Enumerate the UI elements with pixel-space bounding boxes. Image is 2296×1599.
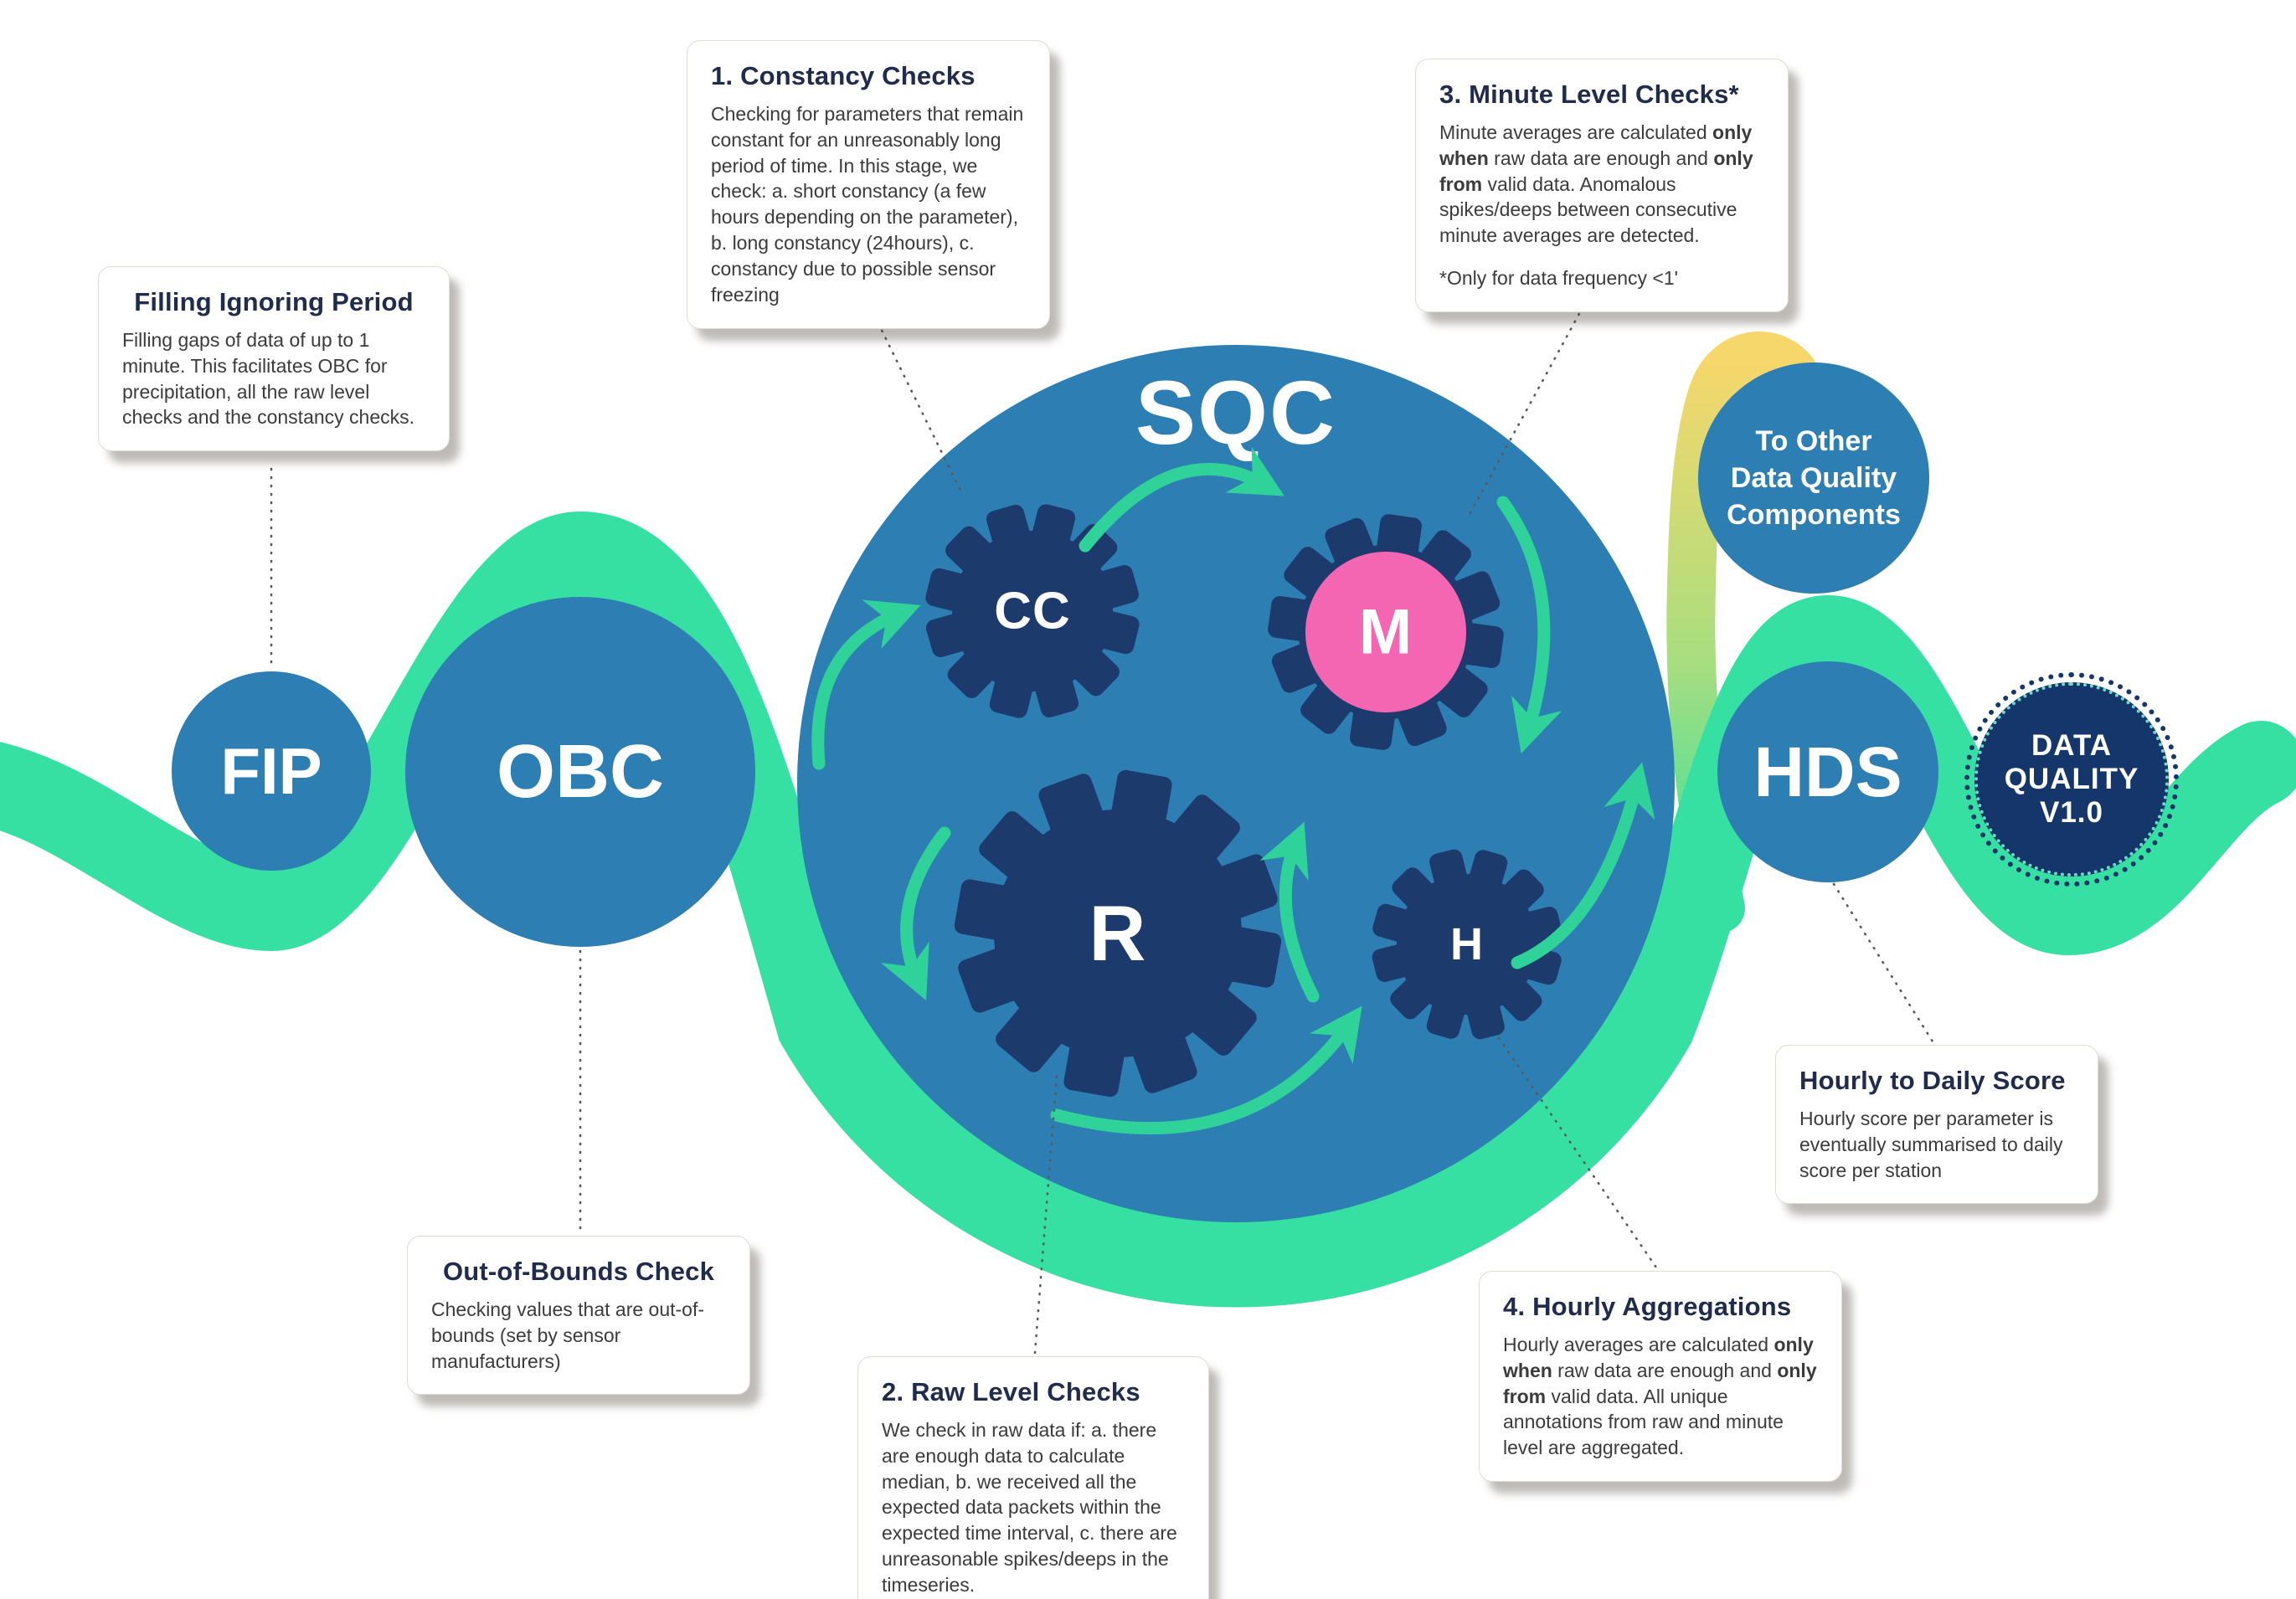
flow-arrow (1511, 762, 1655, 969)
callout-title: 1. Constancy Checks (711, 61, 976, 90)
callout-title: Filling Ignoring Period (134, 287, 414, 316)
callout-filling-ignoring-period: Filling Ignoring Period Filling gaps of … (98, 266, 450, 452)
gear-m-label: M (1358, 596, 1413, 668)
callout-title: 3. Minute Level Checks* (1439, 80, 1739, 109)
callout-body: Minute averages are calculated only when… (1439, 121, 1753, 247)
gear-r (954, 769, 1282, 1098)
callout-title: Out-of-Bounds Check (442, 1257, 715, 1286)
callout-constancy-checks: 1. Constancy Checks Checking for paramet… (687, 40, 1050, 329)
node-fip: FIP (172, 671, 371, 871)
node-hds: HDS (1717, 661, 1938, 882)
callout-footnote: *Only for data frequency <1' (1439, 267, 1679, 290)
flow-arrow (1496, 496, 1562, 754)
callout-out-of-bounds-check: Out-of-Bounds Check Checking values that… (407, 1236, 750, 1396)
flow-arrows (811, 446, 1655, 1135)
gear-cc-label: CC (994, 582, 1071, 640)
callout-body: Filling gaps of data of up to 1 minute. … (122, 329, 415, 429)
callout-body: We check in raw data if: a. there are en… (882, 1419, 1177, 1596)
connector-line (1832, 882, 1934, 1043)
callout-body: Hourly score per parameter is eventually… (1799, 1108, 2063, 1181)
flow-arrow (1259, 821, 1320, 1003)
node-to-other-label: To Other Data Quality Components (1727, 424, 1901, 532)
node-obc-label: OBC (497, 729, 664, 814)
callout-title: 2. Raw Level Checks (882, 1377, 1140, 1406)
flow-arrow (1079, 446, 1284, 553)
gear-m-pink-hub (1305, 552, 1466, 712)
gear-h-label: H (1450, 919, 1484, 969)
flow-arrow (881, 826, 951, 1001)
connector-line (1033, 1075, 1058, 1355)
callout-minute-level-checks: 3. Minute Level Checks* Minute averages … (1415, 59, 1789, 312)
node-hds-label: HDS (1753, 732, 1902, 811)
node-obc: OBC (405, 597, 755, 947)
flow-arrow (1050, 1005, 1362, 1135)
callout-title: Hourly to Daily Score (1799, 1066, 2066, 1095)
connector-line (1465, 283, 1597, 521)
gear-cc (925, 504, 1140, 718)
callout-body: Hourly averages are calculated only when… (1503, 1334, 1817, 1459)
callout-title: 4. Hourly Aggregations (1503, 1292, 1792, 1321)
flow-arrow (811, 599, 921, 770)
callout-body: Checking values that are out-of-bounds (… (431, 1298, 705, 1372)
node-to-other-components: To Other Data Quality Components (1698, 362, 1929, 594)
connector-line (869, 306, 965, 497)
data-quality-badge: DATA QUALITY V1.0 (1964, 672, 2179, 887)
node-fip-label: FIP (220, 733, 322, 808)
callout-hourly-aggregations: 4. Hourly Aggregations Hourly averages a… (1479, 1271, 1842, 1483)
callout-hourly-to-daily-score: Hourly to Daily Score Hourly score per p… (1775, 1045, 2098, 1205)
gear-r-label: R (1089, 889, 1147, 977)
data-quality-badge-label: DATA QUALITY V1.0 (1974, 682, 2169, 877)
callout-raw-level-checks: 2. Raw Level Checks We check in raw data… (857, 1356, 1209, 1599)
node-sqc-label: SQC (1135, 362, 1337, 463)
connector-line (1497, 1036, 1658, 1269)
callout-body: Checking for parameters that remain cons… (711, 103, 1024, 306)
